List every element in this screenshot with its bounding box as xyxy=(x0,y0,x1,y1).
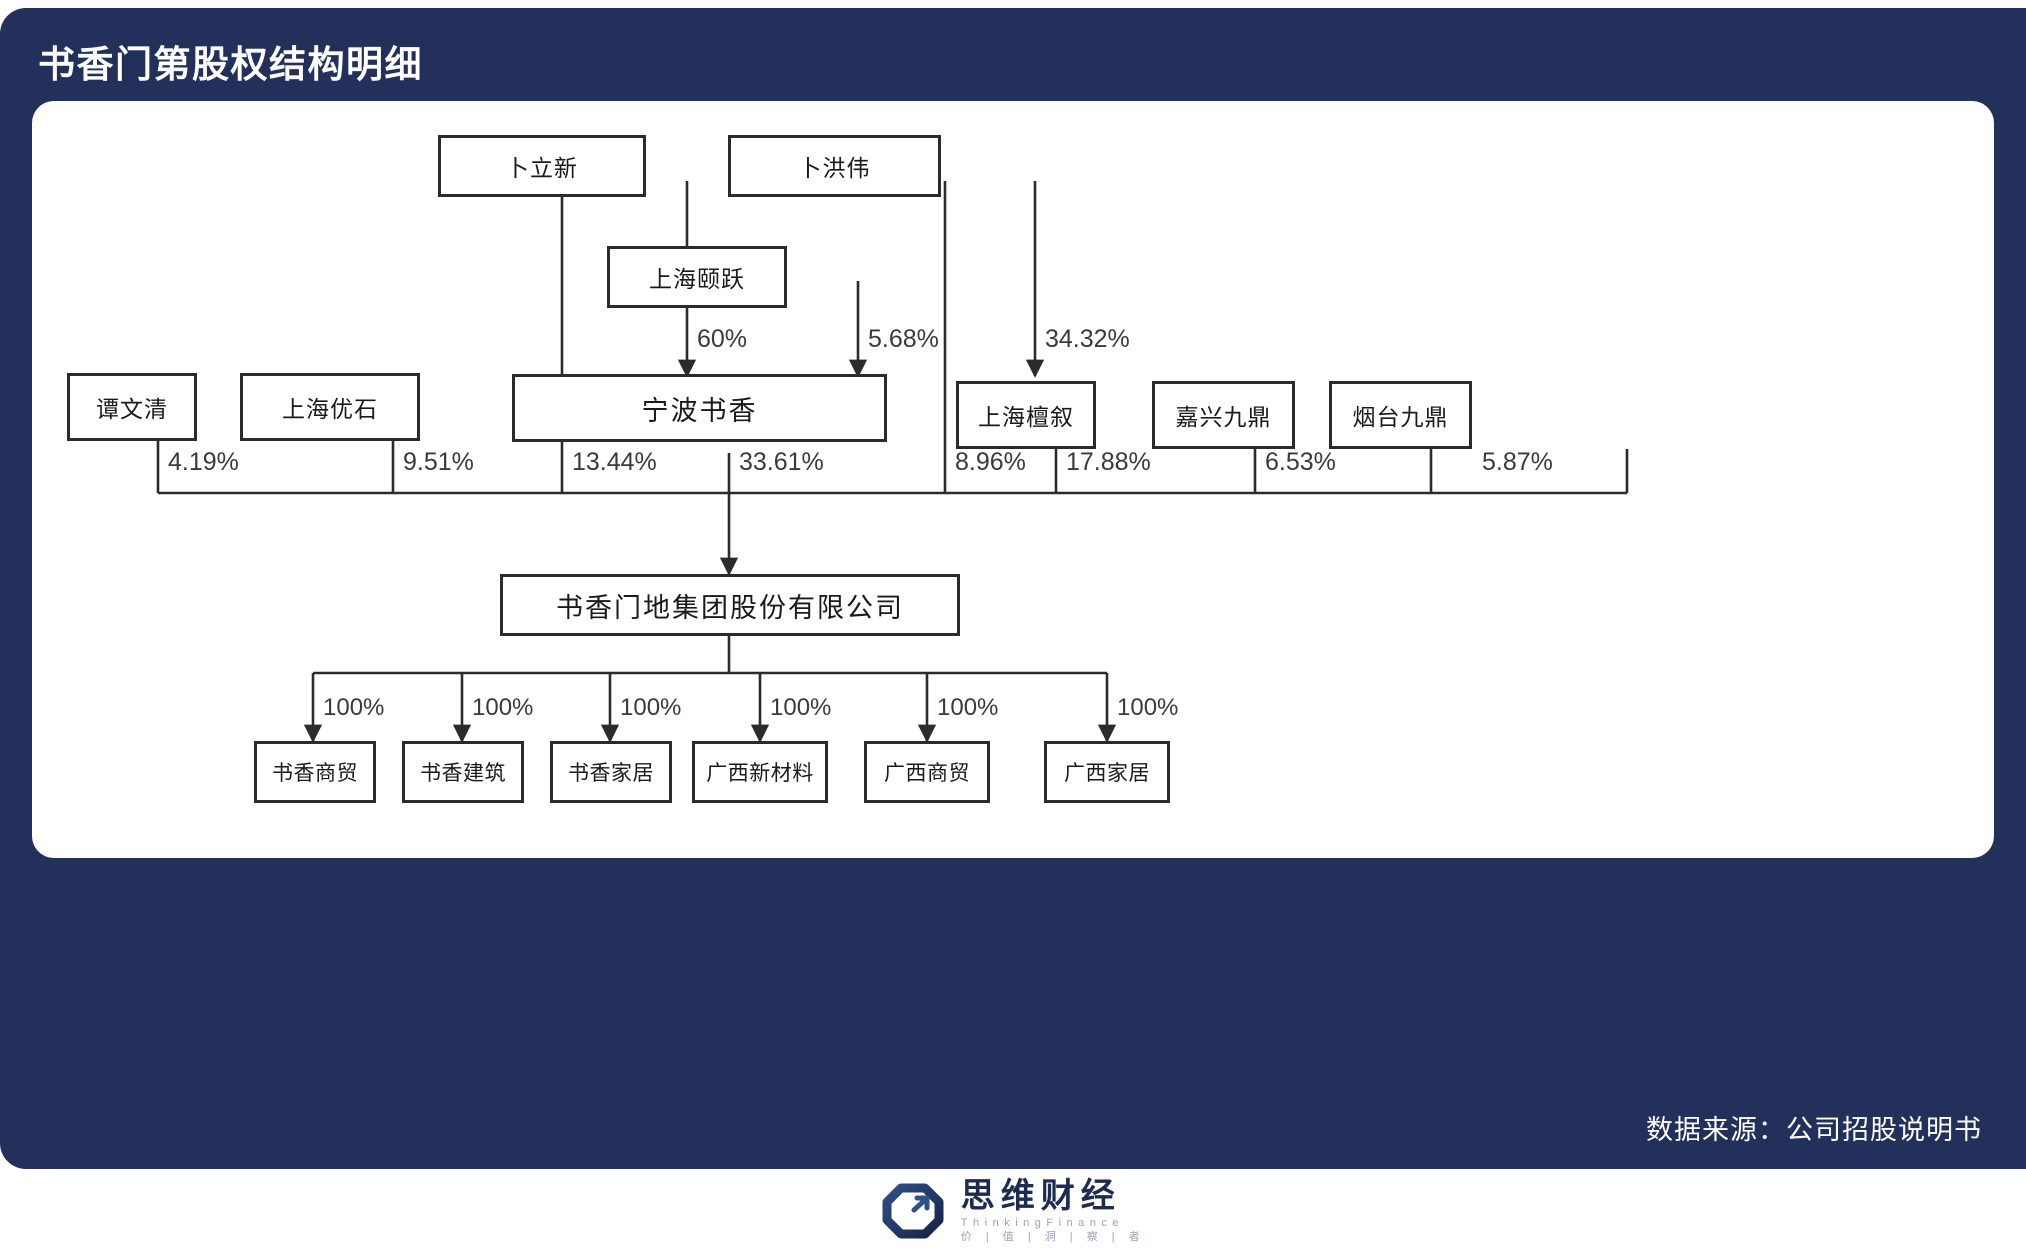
node-label: 上海颐跃 xyxy=(649,266,745,292)
node-label: 上海檀叙 xyxy=(978,404,1074,430)
node-sub-guangxi-jiaju[interactable]: 广西家居 xyxy=(1044,741,1170,803)
edge-label-100-5: 100% xyxy=(937,694,999,721)
edge-label-951: 9.51% xyxy=(403,448,474,476)
infinity-arrow-logo-icon xyxy=(882,1183,944,1239)
edge-label-896: 8.96% xyxy=(955,448,1026,476)
node-sub-shuxiang-shangmao[interactable]: 书香商贸 xyxy=(254,741,376,803)
node-label: 书香商贸 xyxy=(272,762,358,785)
node-ningbo-shuxiang[interactable]: 宁波书香 xyxy=(512,374,887,442)
edge-label-100-6: 100% xyxy=(1117,694,1179,721)
node-shanghai-tanxu[interactable]: 上海檀叙 xyxy=(956,381,1096,449)
edge-label-3361: 33.61% xyxy=(739,448,824,476)
data-source-note: 数据来源：公司招股说明书 xyxy=(1646,1115,1982,1145)
edge-label-100-4: 100% xyxy=(770,694,832,721)
edge-label-653: 6.53% xyxy=(1265,448,1336,476)
node-label: 书香建筑 xyxy=(420,762,506,785)
diagram-card: 卜立新 卜洪伟 上海颐跃 宁波书香 谭文清 上海优石 上海檀叙 嘉兴九鼎 烟台九… xyxy=(32,101,1994,858)
node-label: 谭文清 xyxy=(96,396,168,422)
navy-panel: 书香门第股权结构明细 数据来源：公司招股说明书 xyxy=(0,8,2026,1169)
node-label: 书香门地集团股份有限公司 xyxy=(556,592,904,623)
edge-label-100-2: 100% xyxy=(472,694,534,721)
node-shanghai-youshi[interactable]: 上海优石 xyxy=(240,373,420,441)
node-label: 宁波书香 xyxy=(641,395,758,426)
node-label: 广西家居 xyxy=(1064,762,1150,785)
logo-name-cn: 思维财经 xyxy=(960,1177,1121,1215)
node-bulixin[interactable]: 卜立新 xyxy=(438,135,646,197)
node-label: 卜立新 xyxy=(506,155,578,181)
node-buhongwei[interactable]: 卜洪伟 xyxy=(728,135,941,197)
edge-label-60: 60% xyxy=(697,325,748,353)
node-yantai-jiuding[interactable]: 烟台九鼎 xyxy=(1329,381,1472,449)
edge-label-100-1: 100% xyxy=(323,694,385,721)
node-sub-shuxiang-jiaju[interactable]: 书香家居 xyxy=(550,741,672,803)
brand-logo: 思维财经 ThinkingFinance 价 | 值 | 洞 | 察 | 者 xyxy=(862,1179,1164,1243)
node-sub-guangxi-xincailiao[interactable]: 广西新材料 xyxy=(692,741,828,803)
node-label: 广西商贸 xyxy=(884,762,970,785)
logo-tagline: 价 | 值 | 洞 | 察 | 者 xyxy=(960,1231,1146,1243)
footer-bar: 思维财经 ThinkingFinance 价 | 值 | 洞 | 察 | 者 xyxy=(0,1169,2026,1253)
node-label: 书香家居 xyxy=(568,762,654,785)
edge-label-100-3: 100% xyxy=(620,694,682,721)
node-label: 广西新材料 xyxy=(706,762,814,785)
edge-label-568: 5.68% xyxy=(868,325,939,353)
page-title: 书香门第股权结构明细 xyxy=(38,44,423,85)
connector-lines xyxy=(156,181,1629,743)
logo-name-en: ThinkingFinance xyxy=(960,1217,1125,1229)
node-label: 烟台九鼎 xyxy=(1352,404,1449,430)
node-tanwenqing[interactable]: 谭文清 xyxy=(67,373,197,441)
node-sub-shuxiang-jianzhu[interactable]: 书香建筑 xyxy=(402,741,524,803)
edge-label-1788: 17.88% xyxy=(1066,448,1151,476)
node-jiaxing-jiuding[interactable]: 嘉兴九鼎 xyxy=(1152,381,1295,449)
node-label: 卜洪伟 xyxy=(798,155,871,181)
node-shanghai-yiyue[interactable]: 上海颐跃 xyxy=(607,246,787,308)
node-sub-guangxi-shangmao[interactable]: 广西商贸 xyxy=(864,741,990,803)
node-main-company[interactable]: 书香门地集团股份有限公司 xyxy=(500,574,960,636)
node-label: 嘉兴九鼎 xyxy=(1175,404,1272,430)
logo-text-group: 思维财经 ThinkingFinance 价 | 值 | 洞 | 察 | 者 xyxy=(961,1179,1145,1243)
edge-label-3432: 34.32% xyxy=(1045,325,1130,353)
edge-label-1344: 13.44% xyxy=(572,448,657,476)
edge-label-587: 5.87% xyxy=(1482,448,1553,476)
edge-label-419: 4.19% xyxy=(168,448,239,476)
node-label: 上海优石 xyxy=(282,396,378,422)
